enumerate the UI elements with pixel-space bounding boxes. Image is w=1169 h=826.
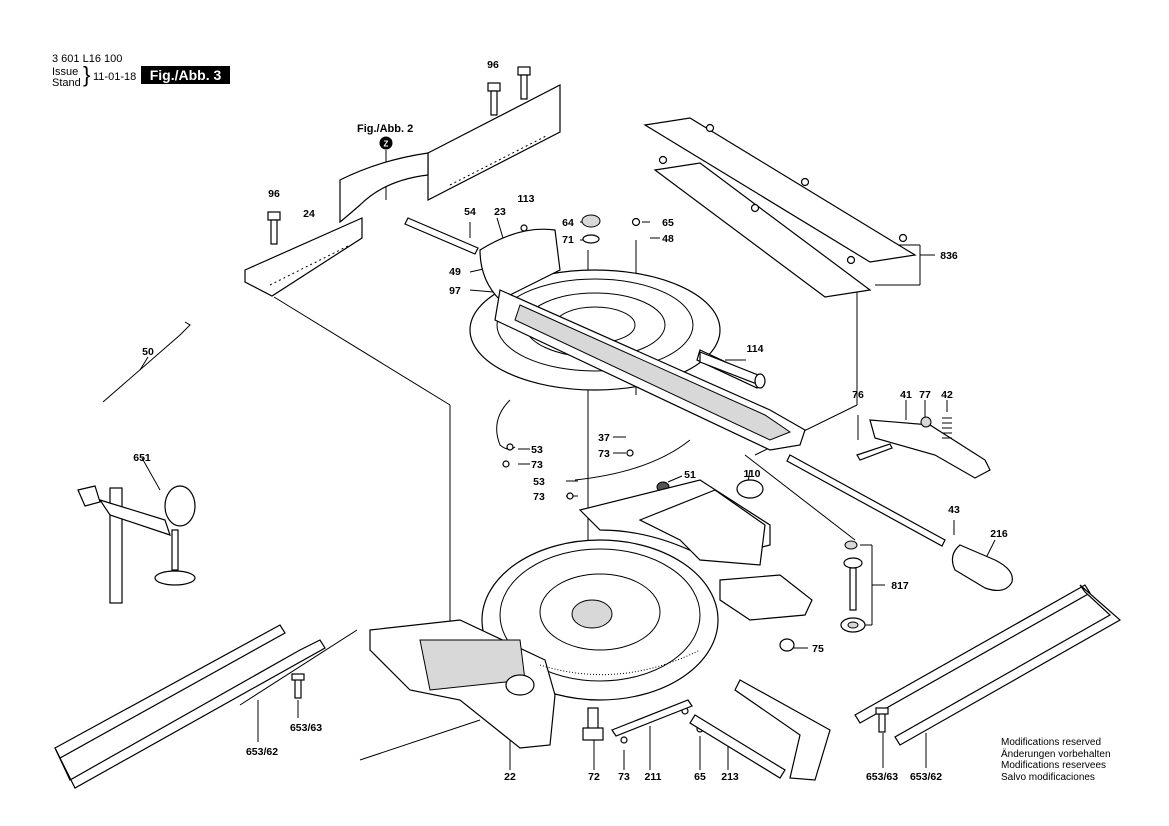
locking-lever-part [856,416,991,479]
hex-key-part [102,321,191,403]
callout-653-63-left: 653/63 [290,722,322,734]
callout-216: 216 [990,528,1008,540]
nut-75 [779,638,795,652]
notice-line-fr: Modifications reservees [1001,760,1107,771]
support-rod-right-part [854,584,1122,746]
callout-76: 76 [852,389,864,401]
issue-date: 11-01-18 [93,71,137,83]
issue-label-en: Issue [52,66,79,78]
callout-49: 49 [449,266,461,278]
rail-strips-part [643,117,917,298]
foot-72-part [582,707,604,741]
callout-213: 213 [721,771,739,783]
bolt-set-817-part [840,540,866,633]
callout-72: 72 [588,771,600,783]
notice-line-en: Modifications reserved [1001,737,1102,748]
callout-653-62-left: 653/62 [246,746,278,758]
bolt-653-63-left [291,673,305,699]
reference-marker-letter: Z [384,140,389,149]
callout-73-upper: 73 [531,459,543,471]
callout-96-top: 96 [487,59,499,71]
callout-71: 71 [562,234,574,246]
callout-651: 651 [133,452,151,464]
callout-73-lower: 73 [533,491,545,503]
fence-back-part [339,84,561,224]
reference-figure-label: Fig./Abb. 2 [357,123,414,135]
callout-653-63-right: 653/63 [866,771,898,783]
callout-53-upper: 53 [531,444,543,456]
hold-down-clamp-part [77,485,196,604]
callout-42: 42 [941,389,953,401]
figure-badge: Fig./Abb. 3 [141,66,230,84]
pivot-pin-part [404,217,479,255]
support-rod-left-part [54,624,326,789]
notice-line-de: Änderungen vorbehalten [1001,748,1111,760]
callout-96-left: 96 [268,188,280,200]
callout-114: 114 [747,343,764,355]
callout-211: 211 [645,771,662,783]
callout-53-lower: 53 [533,476,545,488]
callout-labels: 96 96 24 54 23 113 64 65 71 48 836 49 97… [133,59,1008,783]
callout-73-bottom: 73 [618,771,630,783]
callout-43: 43 [948,504,960,516]
callout-24: 24 [303,208,315,220]
callout-51: 51 [684,469,696,481]
callout-50: 50 [142,346,154,358]
strap-211-part [611,699,693,737]
notice-line-es: Salvo modificaciones [1001,771,1095,783]
callout-37: 37 [598,432,610,444]
nut-washer [581,214,601,244]
callout-77: 77 [919,389,931,401]
rod-213-part [689,679,831,781]
brace-glyph: } [83,62,91,87]
turntable-part [469,228,806,451]
callout-41: 41 [900,389,912,401]
bolt-653-63-right [875,707,889,733]
callout-817: 817 [891,580,909,592]
callout-65-top: 65 [662,217,674,229]
callout-653-62-right: 653/62 [910,771,942,783]
callout-97: 97 [449,285,461,297]
reference-marker-icon [379,136,393,150]
callout-65-bottom: 65 [694,771,706,783]
fence-bolts [267,66,531,245]
callout-73-mid: 73 [598,448,610,460]
callout-75: 75 [812,643,824,655]
saw-base-part [369,479,813,749]
leader-lines [139,150,996,770]
callout-23: 23 [494,206,506,218]
modifications-notice: Modifications reserved Änderungen vorbeh… [1001,737,1111,783]
spring-clip-part [496,399,691,481]
callout-113: 113 [518,193,535,205]
callout-836: 836 [940,250,958,262]
rod-and-knob-part [786,454,1013,592]
callout-54: 54 [464,206,476,218]
callout-64: 64 [562,217,574,229]
callout-48: 48 [662,233,674,245]
callout-22: 22 [504,771,516,783]
fence-front-part [244,217,363,297]
issue-label-de: Stand [52,77,81,89]
bolt-114-part [699,351,766,389]
part-number: 3 601 L16 100 [52,53,123,65]
callout-110: 110 [744,468,761,480]
